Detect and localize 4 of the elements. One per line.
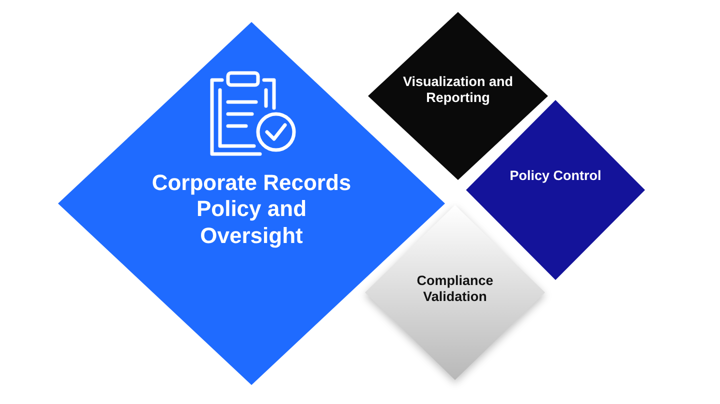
node-title: Compliance Validation <box>416 273 494 306</box>
node-title: Visualization and Reporting <box>402 74 514 106</box>
node-title: Policy Control <box>508 168 602 184</box>
node-title: Corporate Records Policy and Oversight <box>150 170 352 250</box>
